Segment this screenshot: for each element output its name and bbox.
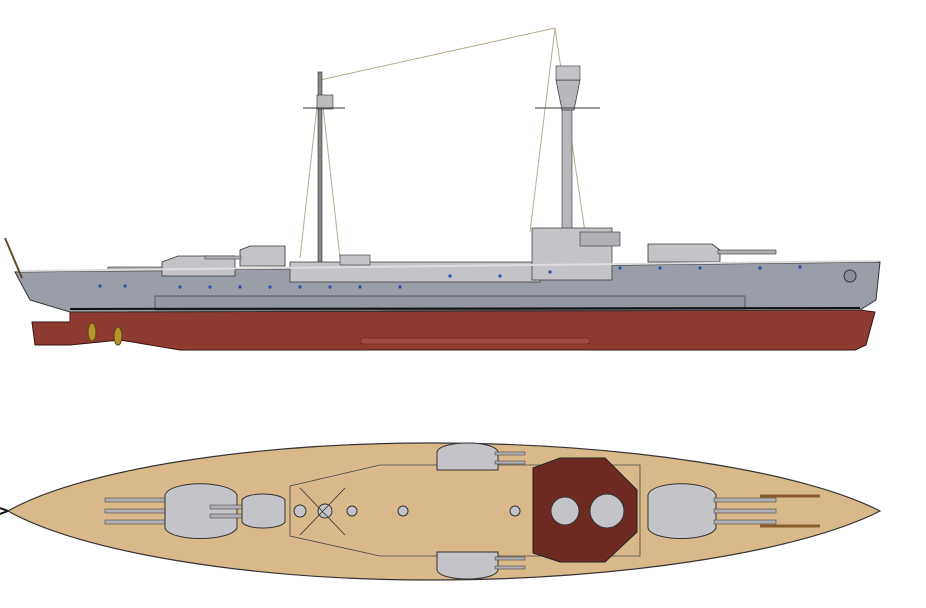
turret-forward-top	[647, 483, 777, 539]
bridge-deck-area	[532, 457, 638, 563]
belt-armor	[154, 295, 746, 311]
portholes	[98, 265, 802, 289]
turret-wing-starboard	[436, 551, 526, 580]
propeller-icon	[113, 326, 123, 346]
turret-superfiring-aft	[204, 245, 286, 267]
turret-aft-top	[104, 483, 238, 539]
secondary-guns	[293, 503, 521, 519]
fore-mast	[561, 99, 573, 233]
side-profile	[4, 27, 881, 351]
top-plan	[0, 442, 882, 581]
deck	[6, 442, 882, 581]
turret-forward	[647, 243, 777, 263]
turret-wing-port	[436, 442, 526, 471]
turret-superfiring-top	[209, 493, 286, 529]
hull-underwater	[31, 309, 876, 351]
rigging	[299, 27, 586, 259]
propeller-icon	[87, 322, 97, 342]
